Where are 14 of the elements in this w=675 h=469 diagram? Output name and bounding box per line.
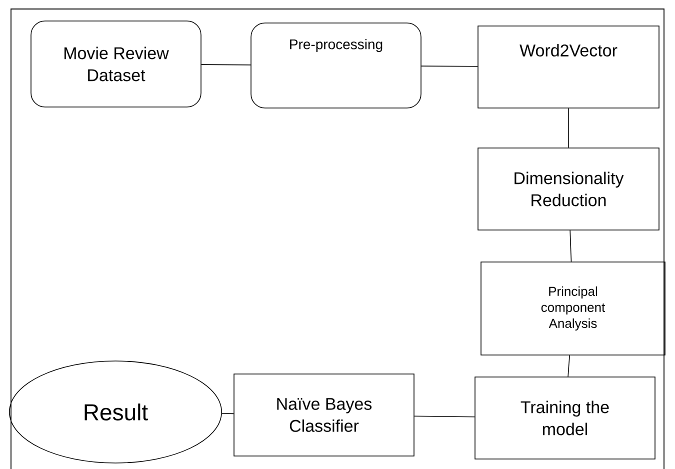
process-box: Naïve Bayes Classifier — [234, 374, 414, 456]
connector-line — [421, 66, 478, 67]
process-box: Dimensionality Reduction — [478, 148, 660, 230]
connector-line — [568, 108, 569, 148]
connector-line — [568, 355, 570, 377]
connector-line — [201, 64, 251, 66]
connector-line — [570, 230, 572, 262]
process-box: Training the model — [474, 376, 656, 460]
process-box: Pre-processing — [250, 22, 422, 108]
connector-line — [222, 413, 234, 414]
process-box: Principal component Analysis — [480, 262, 666, 356]
process-box: Word2Vector — [478, 26, 660, 108]
connector-line — [414, 416, 475, 418]
process-box: Movie Review Dataset — [30, 20, 202, 108]
